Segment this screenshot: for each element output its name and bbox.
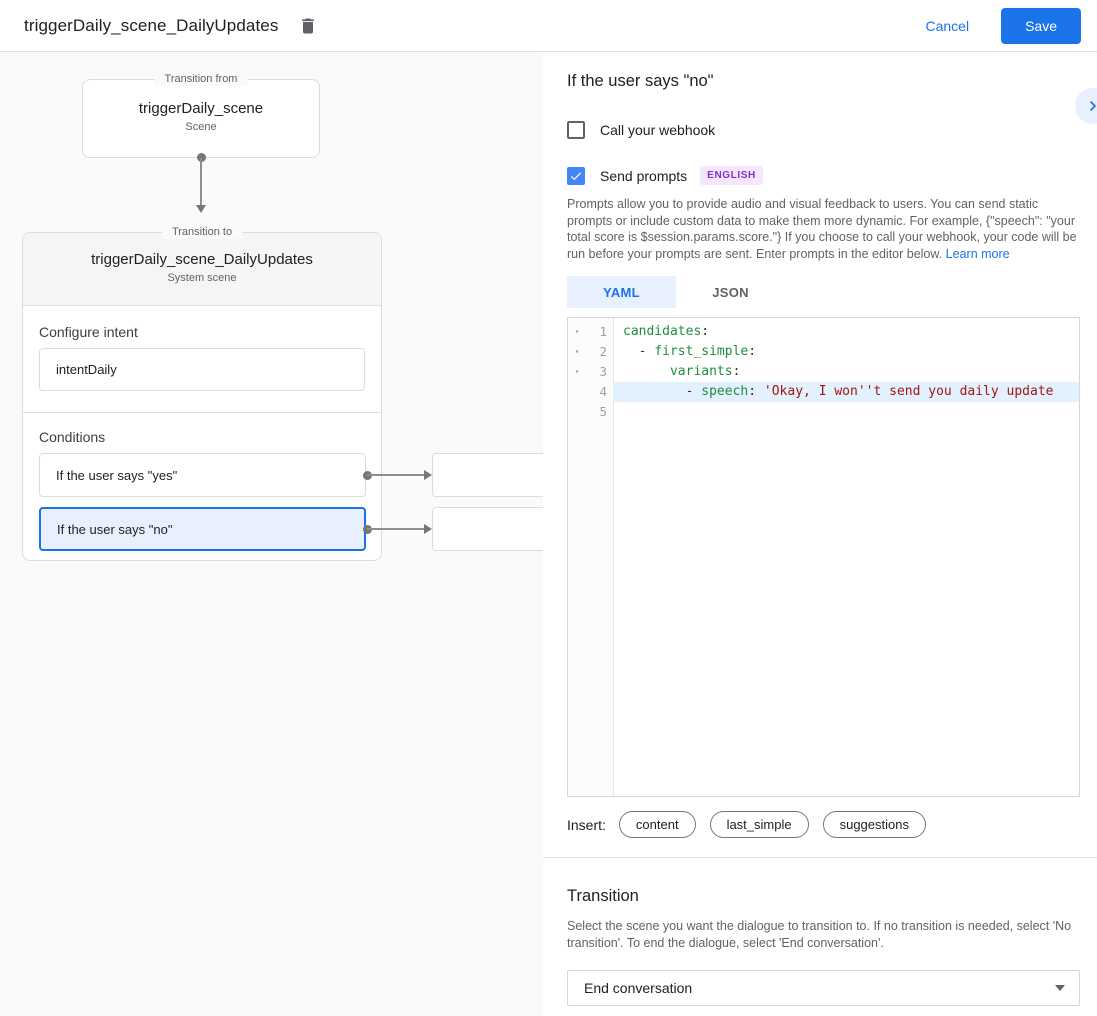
configure-intent-label: Configure intent (39, 324, 138, 340)
connector-dot (363, 525, 372, 534)
prompts-description-text: Prompts allow you to provide audio and v… (567, 197, 1077, 261)
caret-down-icon (1055, 985, 1065, 991)
cancel-button[interactable]: Cancel (909, 10, 985, 42)
prompts-checkbox-row[interactable]: Send prompts ENGLISH (567, 166, 1080, 185)
transition-to-subtitle: System scene (167, 272, 237, 284)
insert-row: Insert: content last_simple suggestions (567, 811, 1080, 838)
code-line: candidates: (623, 324, 710, 339)
editor-line[interactable]: ▾ 1 candidates: (568, 322, 1079, 342)
trash-icon (298, 16, 318, 36)
line-number: 5 (599, 404, 607, 419)
tab-json[interactable]: JSON (712, 284, 749, 300)
tab-yaml[interactable]: YAML (567, 276, 676, 308)
editor-line[interactable]: 4 - speech: 'Okay, I won''t send you dai… (568, 382, 1079, 402)
condition-item-yes[interactable]: If the user says "yes" (39, 453, 366, 497)
code-line: variants: (669, 364, 741, 379)
transition-from-legend: Transition from (154, 73, 248, 86)
arrow-down-icon (196, 205, 206, 213)
conditions-label: Conditions (39, 429, 106, 445)
transition-to-header[interactable]: triggerDaily_scene_DailyUpdates System s… (23, 233, 381, 306)
save-button[interactable]: Save (1001, 7, 1081, 44)
fold-arrow-icon[interactable]: ▾ (574, 367, 580, 376)
line-number: 3 (599, 364, 607, 379)
arrow-right-icon (424, 524, 432, 534)
transition-target-node[interactable] (432, 507, 543, 551)
connector-line (200, 158, 202, 205)
editor-gutter (568, 318, 613, 796)
transition-title: Transition (567, 887, 639, 905)
editor-gutter-divider (613, 318, 614, 796)
line-number: 1 (599, 324, 607, 339)
page-title: triggerDaily_scene_DailyUpdates (24, 15, 279, 35)
collapse-panel-button[interactable] (1075, 88, 1097, 124)
line-number: 2 (599, 344, 607, 359)
insert-chip-suggestions[interactable]: suggestions (822, 811, 926, 838)
code-line: - speech: 'Okay, I won''t send you daily… (613, 382, 1079, 402)
webhook-checkbox-row[interactable]: Call your webhook (567, 121, 1080, 139)
connector-dot (197, 153, 206, 162)
code-line (613, 402, 1079, 422)
transition-dropdown[interactable]: End conversation (567, 970, 1080, 1006)
webhook-checkbox-label: Call your webhook (600, 122, 716, 138)
scene-flow-canvas: Transition from triggerDaily_scene Scene… (0, 52, 543, 1016)
transition-to-legend: Transition to (161, 226, 243, 239)
connector-dot (363, 471, 372, 480)
delete-button[interactable] (294, 12, 322, 40)
fold-arrow-icon[interactable]: ▾ (574, 327, 580, 336)
prompts-description: Prompts allow you to provide audio and v… (567, 196, 1080, 262)
webhook-checkbox[interactable] (567, 121, 585, 139)
editor-line[interactable]: ▾ 2 - first_simple: (568, 342, 1079, 362)
transition-section: Transition Select the scene you want the… (543, 887, 1097, 1006)
checkmark-icon (569, 169, 583, 183)
learn-more-link[interactable]: Learn more (945, 246, 1010, 261)
line-number: 4 (599, 384, 607, 399)
prompts-checkbox-label: Send prompts (600, 167, 688, 184)
insert-label: Insert: (567, 816, 606, 833)
code-editor[interactable]: ▾ 1 candidates: ▾ 2 - first_simple: ▾ 3 varian… (567, 317, 1080, 797)
condition-item-no[interactable]: If the user says "no" (39, 507, 366, 551)
editor-line[interactable]: 5 (568, 402, 1079, 422)
fold-arrow-icon[interactable]: ▾ (574, 347, 580, 356)
code-line: - first_simple: (623, 344, 757, 359)
prompts-checkbox[interactable] (567, 166, 585, 185)
prompt-section: If the user says "no" Call your webhook … (543, 72, 1097, 858)
connector-line (367, 528, 424, 530)
editor-format-tabs: YAML JSON (567, 276, 1080, 308)
transition-dropdown-value: End conversation (584, 980, 693, 996)
intent-field[interactable]: intentDaily (39, 348, 365, 391)
insert-chip-last_simple[interactable]: last_simple (709, 811, 809, 838)
transition-target-node[interactable] (432, 453, 543, 497)
section-divider (23, 412, 381, 413)
code-editor-body: ▾ 1 candidates: ▾ 2 - first_simple: ▾ 3 varian… (568, 322, 1079, 422)
transition-from-subtitle: Scene (185, 121, 217, 133)
transition-to-node: Transition to triggerDaily_scene_DailyUp… (22, 226, 382, 561)
transition-from-node[interactable]: Transition from triggerDaily_scene Scene (82, 73, 320, 158)
chevron-right-icon (1085, 98, 1097, 114)
arrow-right-icon (424, 470, 432, 480)
connector-line (367, 474, 424, 476)
insert-chips: content last_simple suggestions (618, 811, 940, 838)
condition-detail-panel: If the user says "no" Call your webhook … (543, 52, 1097, 1016)
panel-title: If the user says "no" (567, 72, 714, 90)
header-bar: triggerDaily_scene_DailyUpdates Cancel S… (0, 0, 1097, 52)
fold-spacer (568, 402, 586, 422)
transition-from-title: triggerDaily_scene (138, 100, 264, 117)
language-badge: ENGLISH (700, 166, 763, 185)
fold-spacer (568, 382, 586, 402)
insert-chip-content[interactable]: content (618, 811, 696, 838)
editor-line[interactable]: ▾ 3 variants: (568, 362, 1079, 382)
transition-to-title: triggerDaily_scene_DailyUpdates (91, 251, 313, 268)
transition-description: Select the scene you want the dialogue t… (567, 919, 1072, 950)
